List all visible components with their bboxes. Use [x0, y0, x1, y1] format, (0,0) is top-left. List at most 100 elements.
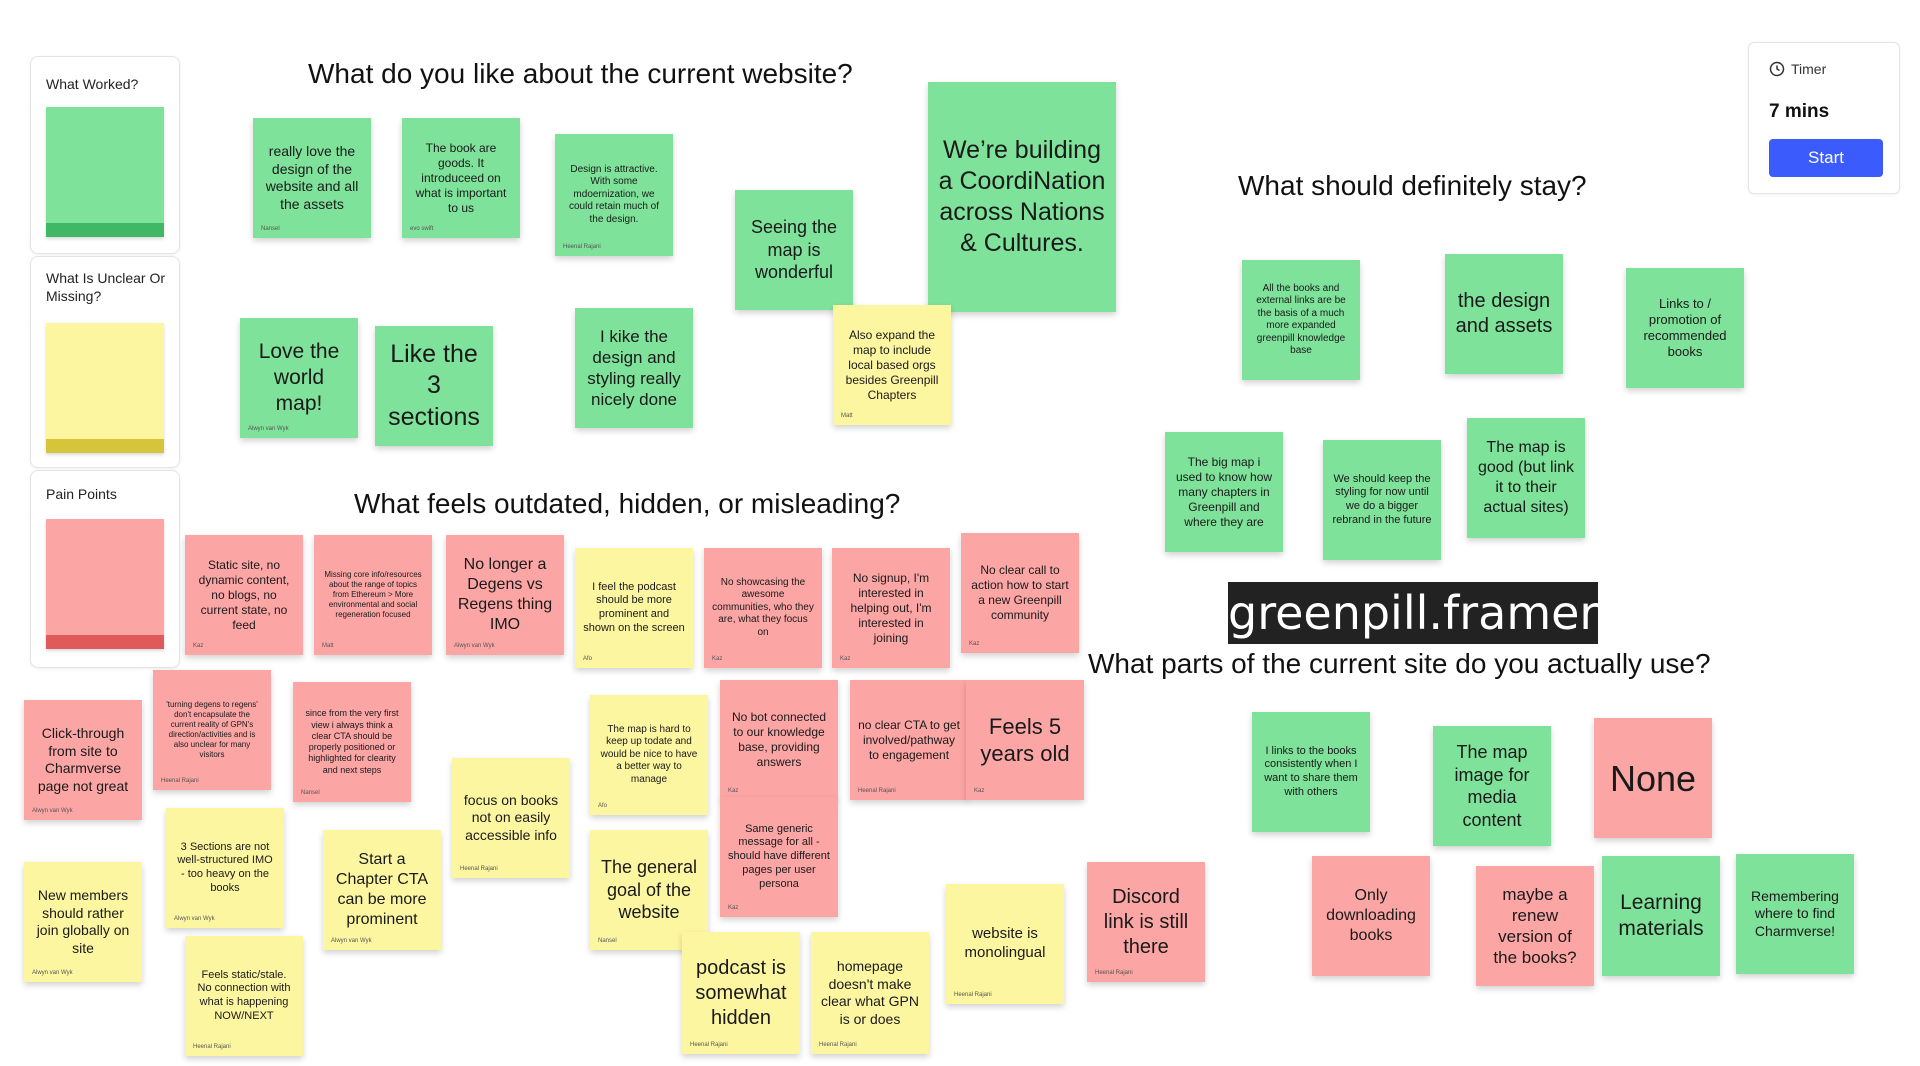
sticky-note[interactable]: Missing core info/resources about the ra… [314, 535, 432, 655]
sticky-note[interactable]: 3 Sections are not well-structured IMO -… [166, 808, 284, 928]
note-author: Alwyn van Wyk [331, 937, 372, 944]
note-author: Kaz [728, 904, 739, 911]
legend-note-yellow[interactable] [46, 323, 164, 453]
sticky-note[interactable]: I kike the design and styling really nic… [575, 308, 693, 428]
sticky-note[interactable]: Same generic message for all - should ha… [720, 797, 838, 917]
legend-note-red[interactable] [46, 519, 164, 649]
sticky-note[interactable]: Design is attractive. With some mdoerniz… [555, 134, 673, 256]
note-author: Kaz [840, 655, 851, 662]
note-author: Heenal Rajani [563, 243, 601, 250]
sticky-note[interactable]: No bot connected to our knowledge base, … [720, 680, 838, 800]
note-text: I links to the books consistently when I… [1264, 744, 1358, 798]
sticky-note[interactable]: The map is good (but link it to their ac… [1467, 418, 1585, 538]
legend-title-worked: What Worked? [46, 76, 139, 92]
note-text: Learning materials [1618, 890, 1704, 940]
sticky-note[interactable]: Start a Chapter CTA can be more prominen… [323, 830, 441, 950]
legend-note-strip [46, 635, 164, 649]
sticky-note[interactable]: Remembering where to find Charmverse! [1736, 854, 1854, 974]
sticky-note[interactable]: Static site, no dynamic content, no blog… [185, 535, 303, 655]
note-text: website is monolingual [964, 925, 1046, 961]
legend-note-strip [46, 223, 164, 237]
sticky-note[interactable]: Love the world map!Alwyn van Wyk [240, 318, 358, 438]
sticky-note[interactable]: the design and assets [1445, 254, 1563, 374]
sticky-note[interactable]: No showcasing the awesome communities, w… [704, 548, 822, 668]
sticky-note[interactable]: Seeing the map is wonderful [735, 190, 853, 310]
timer-value: 7 mins [1769, 101, 1830, 122]
timer-label: Timer [1791, 61, 1827, 77]
sticky-note[interactable]: We’re building a CoordiNation across Nat… [928, 82, 1116, 312]
note-author: Heenal Rajani [193, 1043, 231, 1050]
sticky-note[interactable]: None [1594, 718, 1712, 838]
sticky-note[interactable]: No signup, I'm interested in helping out… [832, 548, 950, 668]
note-text: Design is attractive. With some mdoerniz… [568, 163, 660, 225]
legend-card-worked[interactable]: What Worked? [30, 56, 180, 254]
section-title-use: What parts of the current site do you ac… [1088, 648, 1711, 679]
note-author: Kaz [193, 642, 204, 649]
note-author: Heenal Rajani [690, 1041, 728, 1048]
note-text: maybe a renew version of the books? [1493, 884, 1577, 968]
sticky-note[interactable]: since from the very first view i always … [293, 682, 411, 802]
sticky-note[interactable]: I feel the podcast should be more promin… [575, 548, 693, 668]
sticky-note[interactable]: Like the 3 sections [375, 326, 493, 446]
note-text: Seeing the map is wonderful [750, 217, 838, 283]
note-text: Same generic message for all - should ha… [728, 822, 830, 890]
note-text: Feels 5 years old [980, 713, 1070, 767]
note-text: We’re building a CoordiNation across Nat… [938, 135, 1106, 258]
sticky-note[interactable]: Learning materials [1602, 856, 1720, 976]
sticky-note[interactable]: 'turning degens to regens' don't encapsu… [153, 670, 271, 790]
sticky-note[interactable]: No clear call to action how to start a n… [961, 533, 1079, 653]
legend-note-green[interactable] [46, 107, 164, 237]
sticky-note[interactable]: no clear CTA to get involved/pathway to … [850, 680, 968, 800]
sticky-note[interactable]: I links to the books consistently when I… [1252, 712, 1370, 832]
note-text: New members should rather join globally … [36, 887, 130, 956]
note-author: Nansel [598, 937, 617, 944]
note-text: Only downloading books [1326, 887, 1416, 944]
sticky-note[interactable]: focus on books not on easily accessible … [452, 758, 570, 878]
note-text: the design and assets [1455, 290, 1553, 337]
note-text: Static site, no dynamic content, no blog… [198, 557, 290, 632]
sticky-note[interactable]: The map image for media content [1433, 726, 1551, 846]
sticky-note[interactable]: The big map i used to know how many chap… [1165, 432, 1283, 552]
section-title-stay: What should definitely stay? [1238, 170, 1587, 201]
sticky-note[interactable]: really love the design of the website an… [253, 118, 371, 238]
sticky-note[interactable]: maybe a renew version of the books? [1476, 866, 1594, 986]
note-text: No bot connected to our knowledge base, … [731, 710, 827, 769]
note-author: Heenal Rajani [954, 991, 992, 998]
sticky-note[interactable]: We should keep the styling for now until… [1323, 440, 1441, 560]
sticky-note[interactable]: Links to / promotion of recommended book… [1626, 268, 1744, 388]
note-text: Start a Chapter CTA can be more prominen… [335, 851, 429, 928]
note-text: None [1609, 757, 1697, 799]
sticky-note[interactable]: The book are goods. It introduceed on wh… [402, 118, 520, 238]
sticky-note[interactable]: Feels static/stale. No connection with w… [185, 936, 303, 1056]
note-text: All the books and external links are be … [1256, 282, 1346, 357]
legend-card-pain[interactable]: Pain Points [30, 470, 180, 668]
note-text: focus on books not on easily accessible … [463, 791, 559, 843]
note-author: Heenal Rajani [460, 865, 498, 872]
note-text: Click-through from site to Charmverse pa… [37, 725, 129, 794]
timer-start-button[interactable]: Start [1769, 139, 1883, 177]
note-text: The map is good (but link it to their ac… [1477, 439, 1575, 516]
sticky-note[interactable]: New members should rather join globally … [24, 862, 142, 982]
note-text: We should keep the styling for now until… [1332, 472, 1432, 526]
note-author: Afo [583, 655, 593, 662]
note-text: No signup, I'm interested in helping out… [850, 570, 932, 645]
sticky-note[interactable]: homepage doesn't make clear what GPN is … [811, 932, 929, 1054]
sticky-note[interactable]: The map is hard to keep up todate and wo… [590, 695, 708, 815]
sticky-note[interactable]: Also expand the map to include local bas… [833, 305, 951, 425]
note-author: Matt [841, 412, 853, 419]
sticky-note[interactable]: All the books and external links are be … [1242, 260, 1360, 380]
sticky-note[interactable]: Click-through from site to Charmverse pa… [24, 700, 142, 820]
note-text: Links to / promotion of recommended book… [1643, 295, 1727, 360]
note-text: No clear call to action how to start a n… [971, 563, 1069, 622]
note-text: I kike the design and styling really nic… [587, 326, 681, 410]
sticky-note[interactable]: Only downloading books [1312, 856, 1430, 976]
note-text: homepage doesn't make clear what GPN is … [820, 958, 920, 1027]
legend-card-unclear[interactable]: What Is Unclear Or Missing? [30, 256, 180, 468]
note-text: The book are goods. It introduceed on wh… [415, 140, 507, 215]
